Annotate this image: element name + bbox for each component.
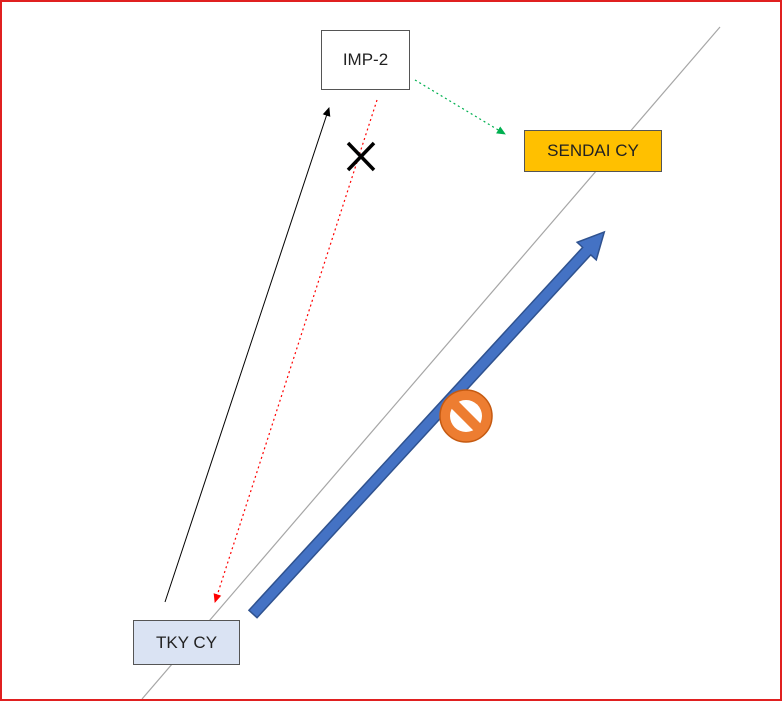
imp-2-label: IMP-2 — [342, 50, 389, 69]
tky-cy-node: TKY CY — [133, 620, 240, 665]
cross-icon — [346, 141, 376, 172]
imp-to-sendai-dotted-arrow — [414, 79, 506, 135]
tky-to-imp-arrow — [164, 107, 331, 603]
imp-to-tky-dotted-arrow — [213, 99, 378, 603]
sendai-cy-node: SENDAI CY — [524, 130, 662, 172]
sendai-cy-label: SENDAI CY — [547, 141, 639, 160]
tky-to-sendai-block-arrow — [247, 230, 606, 619]
prohibited-icon — [439, 389, 493, 443]
imp-2-node: IMP-2 — [321, 30, 410, 90]
trunk-line — [141, 26, 721, 699]
tky-cy-label: TKY CY — [155, 632, 218, 652]
